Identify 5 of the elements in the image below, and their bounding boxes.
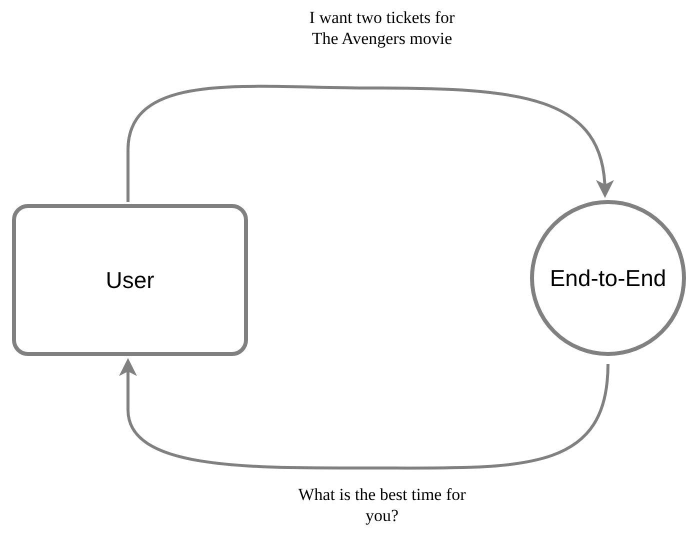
node-label: User: [106, 266, 154, 294]
node-label: End-to-End: [550, 264, 666, 292]
curved-arrow: [119, 358, 610, 470]
curved-arrow: [126, 84, 614, 202]
rounded-box: [12, 204, 248, 356]
